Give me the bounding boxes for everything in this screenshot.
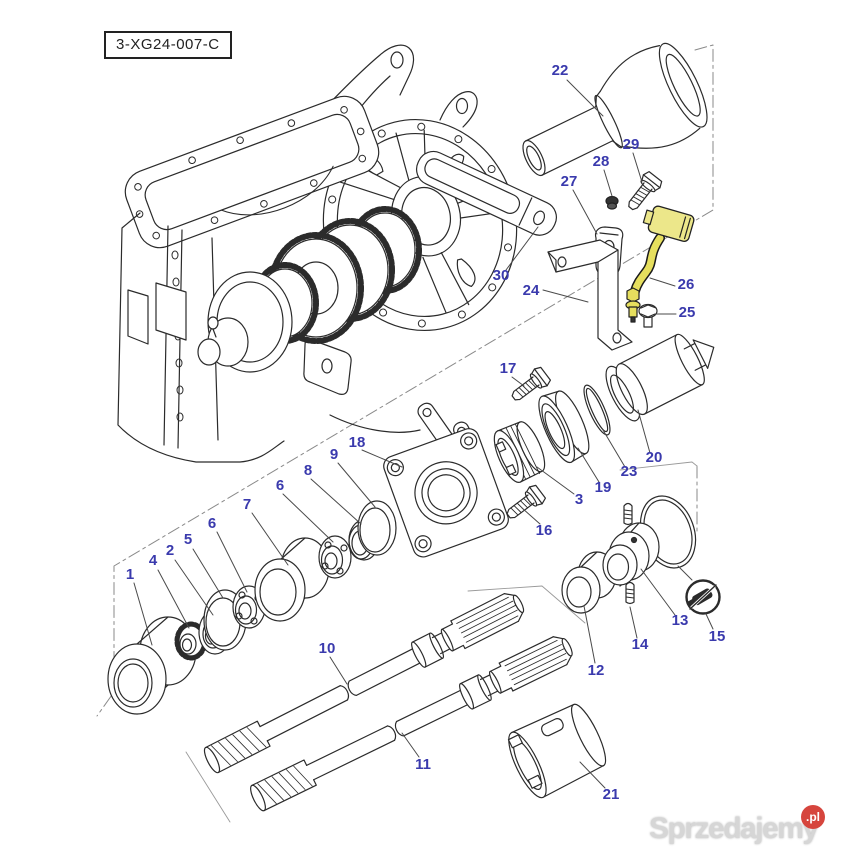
leader-1 (133, 582, 153, 646)
bushing-1 (107, 616, 197, 715)
leader-12 (583, 605, 596, 664)
watermark-text: Sprzedajemy (649, 812, 819, 845)
transmission-housing (117, 44, 518, 463)
leader-8 (310, 478, 362, 525)
leader-13 (640, 568, 676, 616)
collar-13 (602, 522, 660, 587)
leader-11 (401, 732, 420, 758)
leader-3 (536, 466, 575, 495)
wire-26 (625, 205, 695, 323)
leader-7 (251, 512, 289, 566)
leader-30 (505, 226, 539, 271)
nut-28 (605, 195, 619, 210)
watermark-pl-badge: .pl (801, 805, 825, 829)
leader-27 (572, 189, 598, 235)
leader-18 (361, 449, 403, 468)
gear-cluster (197, 206, 422, 373)
retainer-ring-9 (357, 500, 397, 556)
leader-26 (649, 277, 676, 287)
spacer-7 (254, 537, 330, 622)
cover-plate-18 (383, 402, 509, 558)
leader-20 (637, 409, 651, 454)
threaded-collar-3 (493, 421, 546, 483)
leader-21 (579, 761, 606, 789)
leader-23 (602, 429, 626, 468)
drawing-number-box: 3-XG24-007-C (104, 31, 232, 59)
leader-16 (521, 507, 541, 525)
leader-17 (511, 376, 525, 387)
leader-5 (192, 548, 224, 599)
leader-19 (577, 447, 600, 483)
leader-2 (174, 559, 214, 616)
strap-30 (415, 150, 557, 236)
bolt-16 (501, 482, 548, 525)
sensor-bolt-25 (638, 303, 658, 328)
drawing-number-text: 3-XG24-007-C (116, 36, 220, 53)
leader-24 (542, 289, 589, 303)
leader-14 (629, 606, 638, 639)
watermark: Sprzedajemy .pl (649, 804, 839, 854)
leader-4 (157, 569, 190, 629)
leader-6b (282, 493, 334, 543)
pto-guard-cone-22 (522, 42, 708, 177)
leader-10 (329, 656, 348, 685)
seal-housing-19 (538, 390, 590, 464)
o-ring-23 (583, 384, 611, 436)
leader-22 (566, 79, 604, 117)
leader-29 (632, 152, 643, 183)
leader-lines (133, 79, 714, 789)
leader-28 (603, 169, 613, 197)
cap-20 (605, 333, 715, 422)
leader-15 (705, 613, 714, 630)
leader-6a (216, 531, 248, 593)
coupler-sleeve-21 (507, 703, 607, 799)
leader-9 (337, 462, 376, 508)
bearing-6b (318, 535, 352, 579)
bracket-24 (547, 239, 633, 351)
symbol-15 (677, 565, 721, 615)
phantom-lines (96, 44, 714, 823)
